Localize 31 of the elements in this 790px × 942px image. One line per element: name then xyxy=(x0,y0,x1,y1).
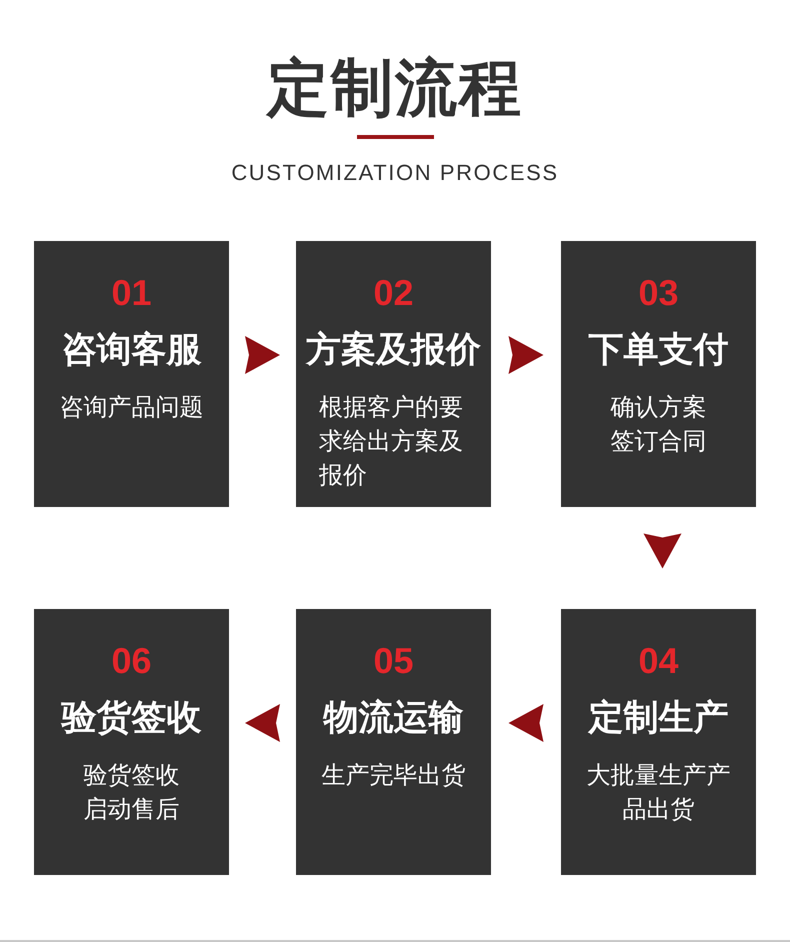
step-description: 生产完毕出货 xyxy=(320,760,466,791)
arrow xyxy=(245,704,280,742)
step-card xyxy=(34,241,229,507)
step-description: 验货签收启动售后 xyxy=(82,760,180,825)
arrow xyxy=(245,336,280,374)
step-card xyxy=(561,609,756,875)
step-number: 05 xyxy=(373,641,414,681)
step-number: 02 xyxy=(373,273,414,313)
arrow xyxy=(508,704,544,742)
step-number: 04 xyxy=(638,641,679,681)
step-description: 咨询产品问题 xyxy=(58,392,204,423)
arrow xyxy=(508,336,544,374)
step-title: 方案及报价 xyxy=(306,330,481,370)
step-description: 确认方案签订合同 xyxy=(609,392,708,457)
subtitle: CUSTOMIZATION PROCESS xyxy=(231,159,559,187)
step-description: 大批量生产产品出货 xyxy=(585,760,732,825)
step-number: 01 xyxy=(111,273,152,313)
step-card xyxy=(34,609,229,875)
step-title: 下单支付 xyxy=(588,330,728,370)
step-card xyxy=(296,241,491,507)
step-card xyxy=(296,609,491,875)
title: 定制流程 xyxy=(267,52,523,124)
step-title: 咨询客服 xyxy=(62,330,202,370)
step-description: 根据客户的要求给出方案及报价 xyxy=(319,392,464,491)
step-number: 06 xyxy=(111,641,152,681)
step-number: 03 xyxy=(638,273,679,313)
step-title: 验货签收 xyxy=(62,698,202,738)
arrow xyxy=(644,534,682,568)
step-card xyxy=(561,241,756,507)
step-title: 物流运输 xyxy=(324,698,464,738)
step-title: 定制生产 xyxy=(588,698,728,738)
